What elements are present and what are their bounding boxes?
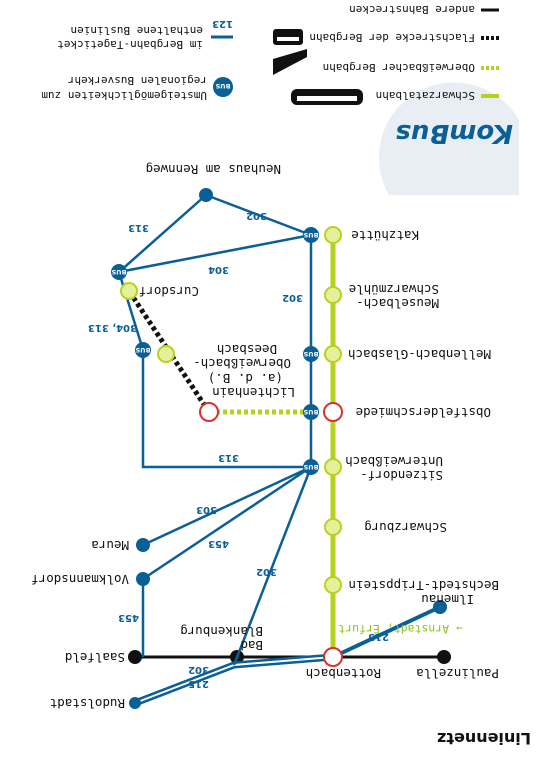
svg-text:BUS: BUS	[303, 231, 318, 239]
svg-text:BUS: BUS	[135, 346, 150, 354]
label-lichtenhain-1: Lichtenhain	[212, 385, 295, 400]
route-304-313: 304, 313	[88, 322, 137, 333]
bus-badge-oberweissbach: BUS	[135, 342, 151, 358]
label-bechstedt: Bechstedt-Trippstein	[348, 578, 499, 593]
station-rottenbach	[323, 647, 343, 667]
label-mellenbach: Mellenbach-Glasbach	[348, 347, 491, 362]
bus-badge-cursdorf: BUS	[111, 264, 127, 280]
bus-badge-obstfelder: BUS	[303, 404, 319, 420]
route-453-meura: 453	[208, 538, 229, 549]
legend-transfer-2: regionalen Busverkehr	[68, 74, 207, 87]
label-neuhaus: Neuhaus am Rennweg	[146, 162, 281, 177]
label-meuselbach-1: Meuselbach-	[356, 296, 439, 311]
svg-text:BUS: BUS	[215, 82, 230, 90]
svg-text:BUS: BUS	[303, 350, 318, 358]
label-blankenburg-1: Bad	[240, 638, 263, 653]
bus-badge-mellenbach: BUS	[303, 346, 319, 362]
label-rottenbach: Rottenbach	[306, 666, 381, 681]
station-dot-rudolstadt	[129, 697, 141, 709]
label-oberweissbach-2: Deesbach	[217, 342, 277, 357]
route-303: 303	[196, 504, 217, 515]
svg-text:BUS: BUS	[303, 408, 318, 416]
legend-bus-line-2: enthaltene Buslinien	[71, 24, 203, 37]
label-sitzendorf-1: Sitzendorf-	[360, 468, 443, 483]
bus-line-303	[142, 465, 312, 547]
route-313-neuhaus: 313	[128, 222, 149, 233]
route-302-neuhaus: 302	[246, 210, 267, 221]
label-blankenburg-2: Blankenburg	[180, 624, 263, 639]
legend-bus-line-number: 123	[212, 18, 233, 29]
station-dot-paulinzella	[437, 650, 451, 664]
route-453-saalfeld: 453	[118, 612, 139, 623]
station-dot-volkmannsdorf	[136, 572, 150, 586]
route-302-blankenburg: 302	[256, 566, 277, 577]
station-lichtenhain	[199, 402, 219, 422]
bus-line-302-blankenburg	[232, 466, 313, 666]
label-oberweissbach-1: Oberweißbach-	[193, 356, 291, 371]
label-cursdorf: Cursdorf	[139, 284, 199, 299]
bus-line-313-south	[141, 350, 311, 469]
label-obstfelderschmiede: Obstfelderschmiede	[356, 405, 491, 420]
label-sitzendorf-2: Unterweißbach	[345, 454, 443, 469]
bus-line-215-ilmenau	[332, 605, 441, 659]
svg-text:BUS: BUS	[111, 268, 126, 276]
station-katzhuette	[324, 226, 342, 244]
station-mellenbach	[324, 345, 342, 363]
station-meuselbach	[324, 286, 342, 304]
legend-transfer-1: Umsteigemöglichkeiten zum	[41, 89, 207, 102]
kombus-logo: KomBus	[378, 82, 519, 195]
label-saalfeld: Saalfeld	[65, 650, 125, 665]
legend-oberweissbacher: Oberweißbacher Bergbahn	[323, 61, 475, 74]
train-icon	[291, 89, 363, 105]
legend-other-rail: andere Bahnstrecken	[349, 3, 475, 16]
station-cursdorf	[120, 282, 138, 300]
label-paulinzella: Paulinzella	[416, 666, 499, 681]
bus-transfer-icon: BUS	[213, 77, 233, 97]
bus-badge-katzhuette: BUS	[303, 227, 319, 243]
funicular-icon	[273, 49, 307, 75]
station-obstfelderschmiede	[323, 402, 343, 422]
label-meura: Meura	[91, 538, 129, 553]
legend-schwarzatalbahn: Schwarzatalbahn	[376, 89, 475, 102]
label-rudolstadt: Rudolstadt	[50, 696, 125, 711]
label-katzhuette: Katzhütte	[351, 228, 419, 243]
label-schwarzburg: Schwarzburg	[364, 520, 447, 535]
bus-line-304	[118, 233, 312, 274]
route-302-rudolstadt: 302	[188, 664, 209, 675]
legend: Schwarzatalbahn Oberweißbacher Bergbahn …	[41, 3, 499, 105]
station-bechstedt	[324, 576, 342, 594]
bus-line-313-neuhaus	[118, 194, 207, 273]
route-313-south: 313	[218, 452, 239, 463]
bus-badge-sitzendorf: BUS	[303, 459, 319, 475]
station-dot-ilmenau	[433, 600, 447, 614]
station-dot-neuhaus	[199, 188, 213, 202]
flat-train-icon	[273, 29, 303, 45]
legend-bus-line-1: im Bergbahn-Tageticket	[57, 38, 203, 51]
route-215-rudolstadt: 215	[188, 678, 209, 689]
station-dot-saalfeld	[128, 650, 142, 664]
station-sitzendorf	[324, 458, 342, 476]
route-304: 304	[208, 264, 229, 275]
station-schwarzburg	[324, 518, 342, 536]
label-ilmenau: Ilmenau	[421, 592, 474, 607]
label-meuselbach-2: Schwarzmühle	[349, 282, 439, 297]
label-volkmannsdorf: Volkmannsdorf	[31, 572, 129, 587]
legend-flachstrecke: Flachstrecke der Bergbahn	[309, 31, 475, 44]
route-302-trunk: 302	[282, 292, 303, 303]
bus-line-302-neuhaus	[205, 193, 312, 237]
svg-text:BUS: BUS	[303, 463, 318, 471]
route-215-ilmenau: 215	[368, 631, 389, 642]
bus-line-453-meura	[142, 465, 312, 581]
logo-text: KomBus	[396, 118, 513, 148]
label-arnstadt: → Arnstadt, Erfurt	[338, 622, 463, 636]
page-title: Liniennetz	[437, 729, 531, 748]
station-oberweissbach	[157, 345, 175, 363]
station-dot-meura	[136, 538, 150, 552]
label-lichtenhain-2: (a. d. B.)	[208, 371, 283, 386]
